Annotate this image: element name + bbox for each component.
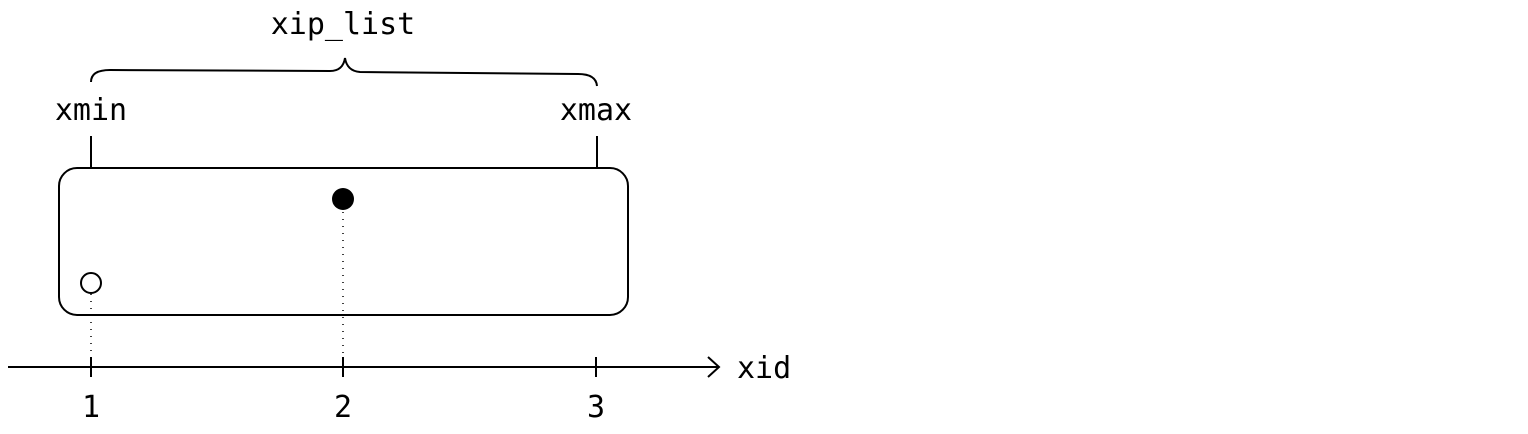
tick-label-1: 1 bbox=[82, 390, 100, 425]
xip-list-brace bbox=[90, 57, 598, 87]
tick-label-3: 3 bbox=[587, 390, 605, 425]
tick-label-2: 2 bbox=[334, 390, 352, 425]
xid-axis-arrowhead bbox=[707, 356, 721, 378]
xmax-label: xmax bbox=[560, 93, 632, 128]
xip-list-label: xip_list bbox=[271, 7, 416, 42]
xid-axis-label: xid bbox=[737, 351, 791, 386]
filled-point-xid-2 bbox=[332, 188, 354, 210]
xmin-label: xmin bbox=[55, 93, 127, 128]
snapshot-box bbox=[58, 167, 629, 316]
hollow-point-xid-1 bbox=[80, 272, 102, 294]
